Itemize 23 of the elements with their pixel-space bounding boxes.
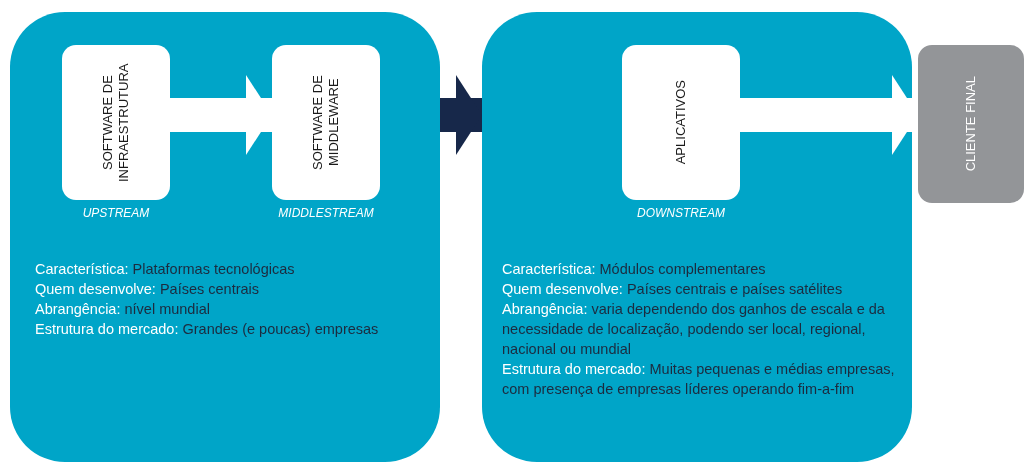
stream-caption: MIDDLESTREAM — [277, 206, 375, 220]
block-arrow — [440, 75, 482, 155]
stage-label: SOFTWARE DE MIDDLEWARE — [309, 74, 342, 172]
block-arrow — [170, 75, 272, 155]
stream-caption: DOWNSTREAM — [636, 206, 726, 220]
description-line: Característica: Plataformas tecnológicas — [35, 260, 296, 279]
description-line: Estrutura do mercado: Grandes (e poucas) empresas — [35, 320, 380, 339]
stage-box — [272, 45, 380, 200]
stage-box — [622, 45, 740, 200]
description-line: Abrangência: varia dependendo dos ganhos de escala e da necessidade de localização, podendo ser local, regional, nacional ou mundial — [502, 300, 886, 359]
stage-panel — [10, 12, 440, 462]
stage-box — [62, 45, 170, 200]
description-line: Característica: Módulos complementares — [502, 260, 767, 279]
description-line: Abrangência: nível mundial — [35, 300, 211, 319]
description-line: Quem desenvolve: Países centrais e países satélites — [502, 280, 844, 299]
stage-panel — [482, 12, 912, 462]
stream-caption: UPSTREAM — [81, 206, 151, 220]
stage-label: SOFTWARE DE INFRAESTRUTURA — [99, 62, 132, 184]
stage-label: CLIENTE FINAL — [962, 76, 979, 172]
stage-label: APLICATIVOS — [672, 80, 689, 165]
client-box — [918, 45, 1024, 203]
description-line: Quem desenvolve: Países centrais — [35, 280, 261, 299]
description-line: Estrutura do mercado: Muitas pequenas e médias empresas, com presença de empresas líderes operando fim-a-fim — [502, 360, 896, 399]
